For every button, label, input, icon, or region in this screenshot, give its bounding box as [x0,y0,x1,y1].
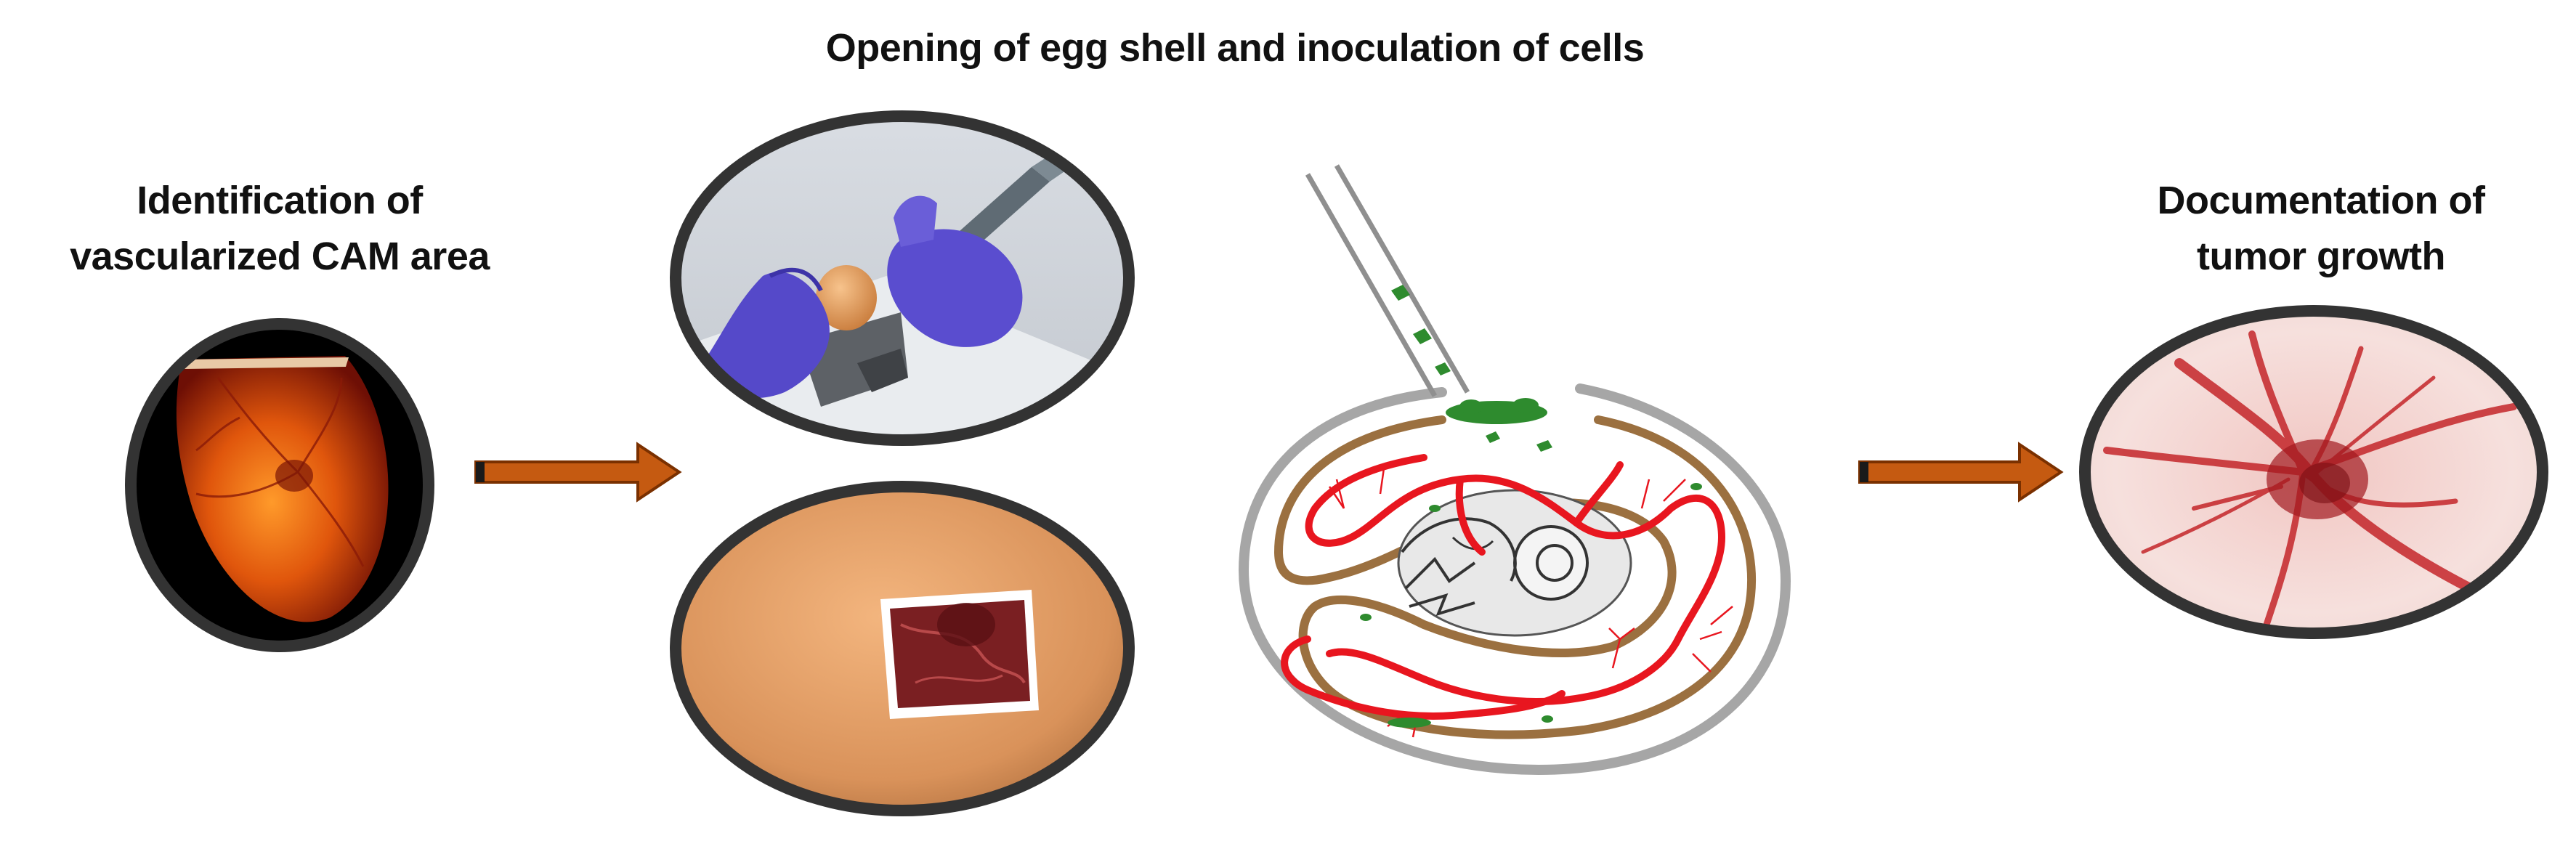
embryo [1397,489,1632,637]
blood-vessels [1281,454,1725,720]
label-documentation-line1: Documentation of [2157,179,2485,222]
label-documentation: Documentation of tumor growth [2070,173,2572,284]
tumor-photo [2079,305,2548,639]
egg-candling-photo [125,318,434,652]
drill-photo [670,110,1135,446]
pipette [1305,164,1470,397]
arrow-right-icon [474,442,682,503]
title-opening: Opening of egg shell and inoculation of … [683,20,1787,76]
arrow-right-icon [1858,442,2064,503]
cell-cluster [1446,398,1552,452]
label-identification: Identification of vascularized CAM area [0,173,559,284]
egg-window-photo [670,481,1135,816]
egg-cross-section-diagram [1238,164,1791,776]
title-opening-text: Opening of egg shell and inoculation of … [825,26,1645,70]
cell-spots [1360,483,1702,728]
label-documentation-line2: tumor growth [2197,234,2445,278]
label-identification-line2: vascularized CAM area [70,234,490,278]
label-identification-line1: Identification of [137,179,423,222]
